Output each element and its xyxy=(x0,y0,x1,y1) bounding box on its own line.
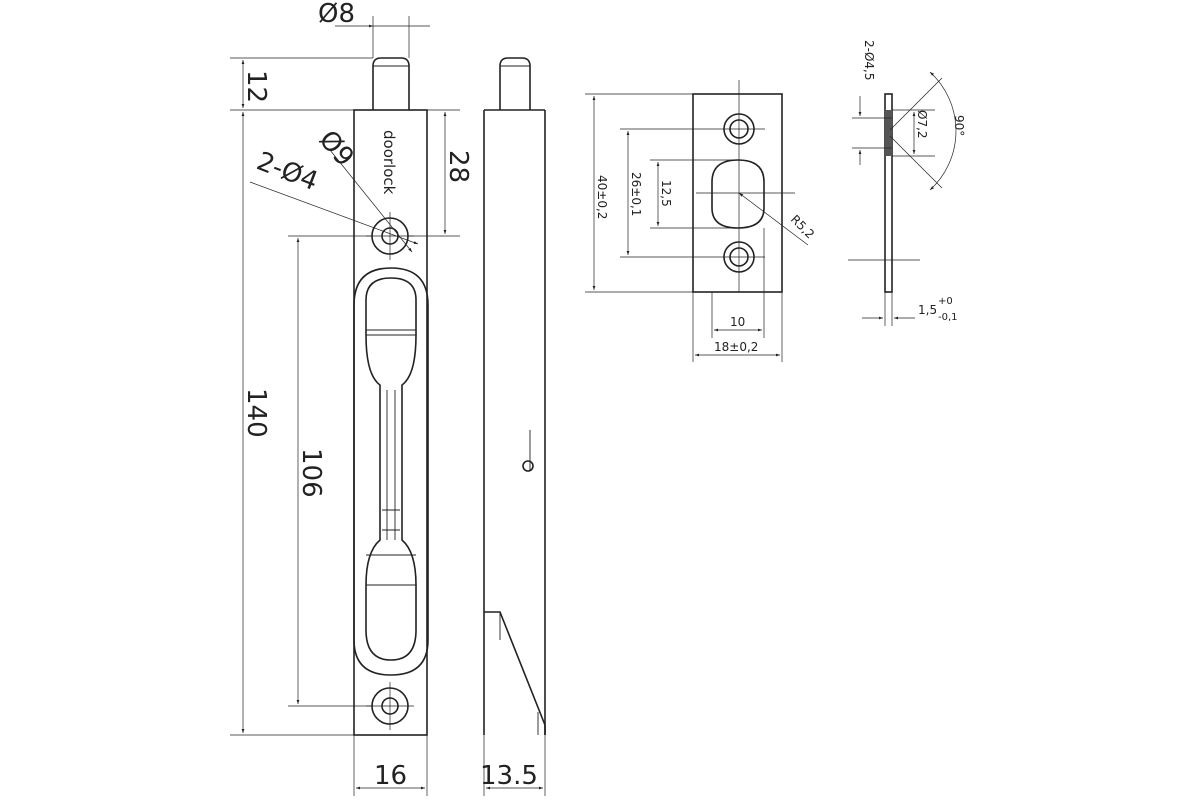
dim-section-thickness: 1,5 xyxy=(918,303,937,317)
dim-countersink-diameter: Ø7,2 xyxy=(915,110,929,139)
plate-section: 2-Ø4,5 Ø7,2 90° 1,5 +0 -0,1 xyxy=(848,40,966,326)
dim-pin-diameter: Ø8 xyxy=(318,0,355,29)
dim-pin-height: 12 xyxy=(241,70,271,103)
top-screw-hole xyxy=(366,212,414,260)
strike-plate: 40±0,2 26±0,1 12,5 R5,2 10 18±0,2 xyxy=(585,80,817,362)
dim-hole-diameter: Ø9 xyxy=(313,125,360,173)
front-view: doorlock Ø8 12 140 106 28 Ø9 2-Ø4 xyxy=(230,0,473,796)
side-pin xyxy=(499,57,531,110)
dim-total-length: 140 xyxy=(241,388,271,438)
dim-slot-width: 10 xyxy=(730,315,745,329)
dim-thickness: 13.5 xyxy=(480,761,538,791)
bolt-body xyxy=(353,109,428,736)
dim-slot-height: 12,5 xyxy=(659,180,673,207)
dim-hole-offset: 28 xyxy=(443,150,473,183)
dim-hole-spacing: 106 xyxy=(296,448,326,498)
dim-slot-radius: R5,2 xyxy=(788,212,817,241)
lever-recess xyxy=(353,267,429,676)
dim-tolerance-upper: +0 xyxy=(938,296,953,307)
plate-slot xyxy=(711,159,765,229)
side-lever xyxy=(484,611,546,735)
dim-plate-width: 18±0,2 xyxy=(714,340,758,354)
dim-tolerance-lower: -0,1 xyxy=(938,312,958,323)
bottom-screw-hole xyxy=(366,682,414,730)
dim-plate-height: 40±0,2 xyxy=(595,175,609,219)
side-view: 13.5 xyxy=(480,57,546,796)
side-rivet xyxy=(522,460,534,472)
dim-plate-hole-spacing: 26±0,1 xyxy=(629,172,643,216)
dim-section-holes: 2-Ø4,5 xyxy=(862,40,876,81)
bolt-pin xyxy=(372,57,410,110)
dim-width: 16 xyxy=(374,761,407,791)
brand-label: doorlock xyxy=(380,130,398,195)
dim-screw-holes: 2-Ø4 xyxy=(252,147,322,198)
dim-countersink-angle: 90° xyxy=(952,115,966,136)
lever xyxy=(365,277,417,661)
section-outline xyxy=(884,93,893,293)
